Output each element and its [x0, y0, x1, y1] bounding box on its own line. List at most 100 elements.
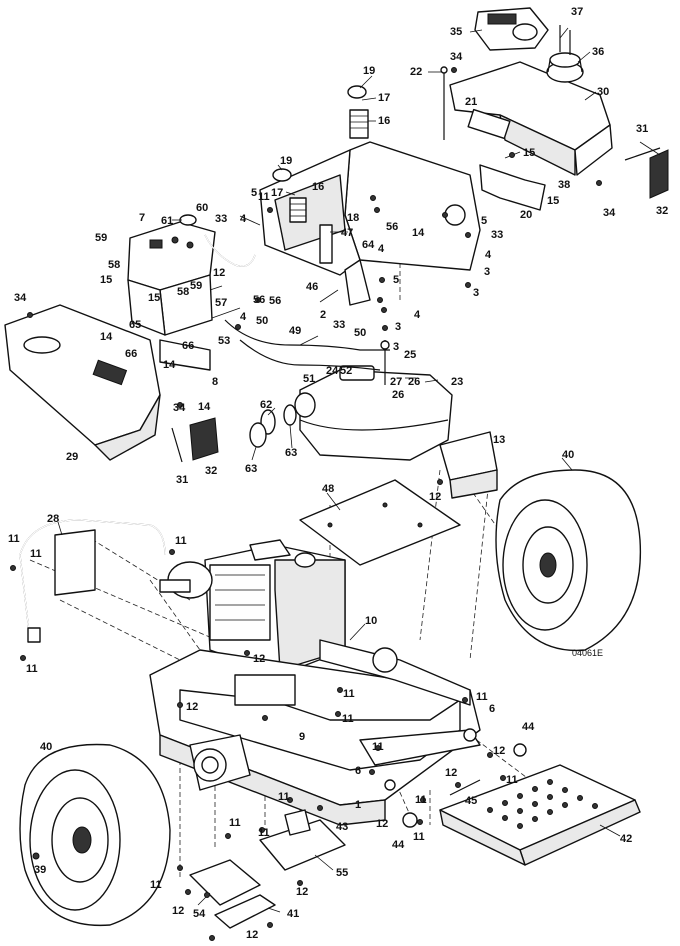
- tray-35: [474, 7, 549, 51]
- callout-60: 60: [196, 202, 208, 214]
- callout-12: 12: [213, 267, 225, 279]
- fittings-62-63: [249, 404, 297, 448]
- callout-9: 9: [299, 731, 305, 743]
- fastener-symbols: [10, 67, 602, 941]
- callout-63: 63: [245, 463, 257, 475]
- bracket-20: [479, 164, 546, 211]
- callout-6: 6: [489, 703, 495, 715]
- callout-11: 11: [8, 533, 20, 545]
- tire-40-left: [19, 743, 171, 927]
- callout-32: 32: [205, 465, 217, 477]
- caps-19: [272, 85, 367, 182]
- callout-11: 11: [342, 713, 354, 725]
- callout-16: 16: [312, 181, 324, 193]
- figure-code: 04061E: [572, 648, 603, 658]
- callout-25: 25: [404, 349, 416, 361]
- control-panel-7: [127, 221, 216, 336]
- callout-53: 53: [218, 335, 230, 347]
- callout-10: 10: [365, 615, 377, 627]
- callout-12: 12: [246, 929, 258, 941]
- callout-40: 40: [40, 741, 52, 753]
- callout-66: 66: [182, 340, 194, 352]
- callout-50: 50: [354, 327, 366, 339]
- callout-5: 5: [481, 215, 487, 227]
- callout-18: 18: [347, 212, 359, 224]
- callout-48: 48: [322, 483, 334, 495]
- fuel-tank-23: [294, 365, 453, 461]
- callout-15: 15: [148, 292, 160, 304]
- callout-19: 19: [363, 65, 375, 77]
- callout-57: 57: [215, 297, 227, 309]
- chassis-frame: [149, 639, 481, 826]
- callout-11: 11: [26, 663, 38, 675]
- callout-4: 4: [240, 311, 247, 323]
- callout-13: 13: [493, 434, 505, 446]
- callout-14: 14: [163, 359, 176, 371]
- side-cover-29: [4, 304, 161, 461]
- callout-41: 41: [287, 908, 299, 920]
- callout-58: 58: [108, 259, 120, 271]
- fuel-line-49: [224, 319, 390, 371]
- callout-11: 11: [413, 831, 425, 843]
- callout-4: 4: [378, 243, 385, 255]
- callout-4: 4: [485, 249, 492, 261]
- callout-labels: 19 17 16 22 34 35 37 36 30 21 15 38 15 3…: [8, 6, 668, 941]
- lever-plate-8: [159, 339, 211, 371]
- callout-12: 12: [445, 767, 457, 779]
- callout-15: 15: [547, 195, 559, 207]
- screws-37: [559, 25, 571, 55]
- callout-2: 2: [320, 309, 326, 321]
- callout-29: 29: [66, 451, 78, 463]
- callout-11: 11: [372, 741, 384, 753]
- callout-31: 31: [176, 474, 188, 486]
- callout-40: 40: [562, 449, 574, 461]
- bracket-54: [189, 859, 261, 906]
- callout-59: 59: [190, 280, 202, 292]
- foot-plate-42: [439, 764, 641, 866]
- callout-34: 34: [603, 207, 616, 219]
- callout-46: 46: [306, 281, 318, 293]
- callout-39: 39: [34, 864, 46, 876]
- callout-14: 14: [100, 331, 113, 343]
- callout-14: 14: [412, 227, 425, 239]
- rod-22: [440, 66, 448, 140]
- callout-17: 17: [271, 187, 283, 199]
- callout-52: 52: [340, 365, 352, 377]
- callout-5: 5: [251, 187, 257, 199]
- callout-51: 51: [303, 373, 315, 385]
- foot-plate-holes: [487, 779, 598, 829]
- callout-11: 11: [258, 191, 270, 203]
- tire-40-right: [495, 469, 642, 652]
- callout-19: 19: [280, 155, 292, 167]
- callout-43: 43: [336, 821, 348, 833]
- springs-16: [289, 109, 369, 223]
- callout-4: 4: [240, 213, 247, 225]
- callout-3: 3: [473, 287, 479, 299]
- cup-holder-36: [546, 52, 584, 83]
- callout-1: 1: [355, 799, 361, 811]
- callout-11: 11: [150, 879, 162, 891]
- callout-3: 3: [395, 321, 401, 333]
- callout-35: 35: [450, 26, 462, 38]
- callout-6: 6: [355, 765, 361, 777]
- callout-65: 65: [129, 319, 141, 331]
- callout-15: 15: [523, 147, 535, 159]
- callout-27: 27: [390, 376, 402, 388]
- callout-54: 54: [193, 908, 206, 920]
- grille-32-right: [624, 147, 669, 199]
- callout-28: 28: [47, 513, 59, 525]
- callout-11: 11: [343, 688, 355, 700]
- callout-63: 63: [285, 447, 297, 459]
- bracket-43: [284, 809, 311, 836]
- callout-11: 11: [30, 548, 42, 560]
- callout-66: 66: [125, 348, 137, 360]
- callout-12: 12: [376, 818, 388, 830]
- callout-33: 33: [215, 213, 227, 225]
- console-cover-30: [449, 61, 613, 176]
- callout-33: 33: [491, 229, 503, 241]
- callout-23: 23: [451, 376, 463, 388]
- callout-11: 11: [258, 827, 270, 839]
- tank-neck-24: [339, 365, 375, 381]
